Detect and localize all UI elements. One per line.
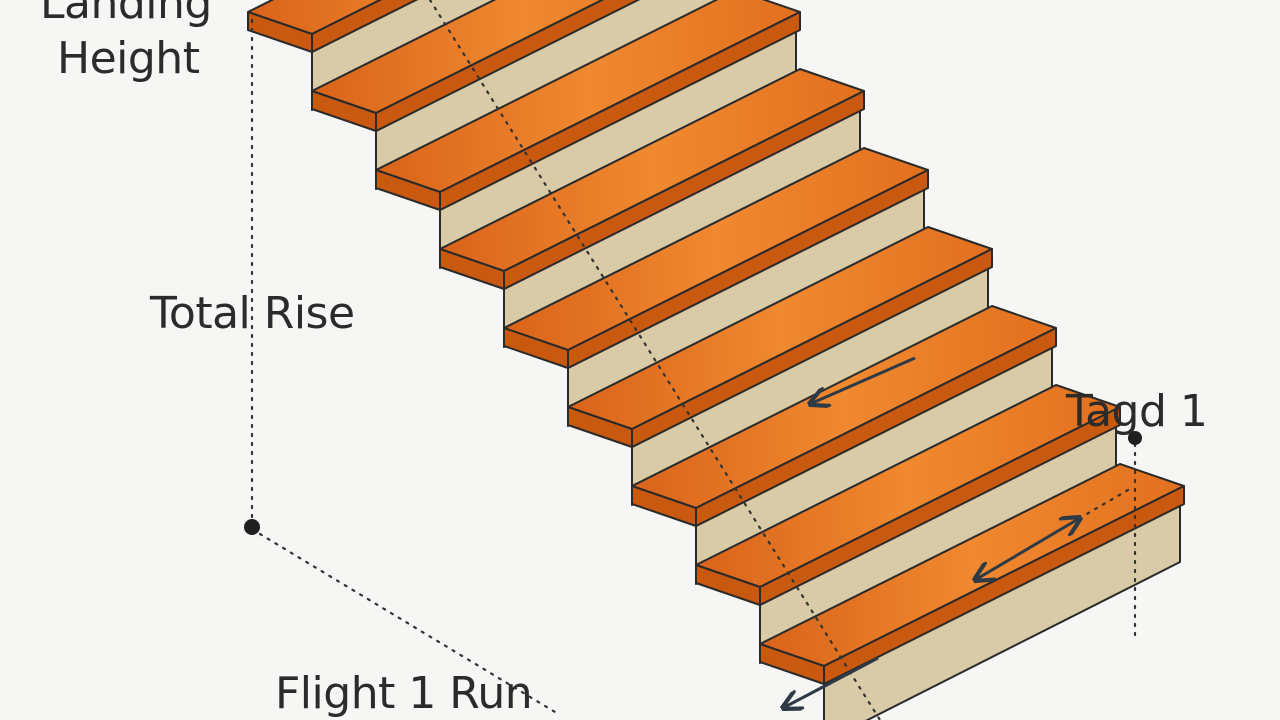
tread-tag-label: Tagd 1 [1065,386,1207,437]
tread-width-arrow-icon [975,518,1080,580]
staircase-steps [247,0,1185,720]
stair-tread-nosing [503,90,865,290]
total-rise-end-dot-icon [244,519,260,535]
stair-tread-nosing [759,406,1121,606]
tread-tag-dot-icon [1128,431,1142,445]
stair-centerline [428,0,882,720]
tread-depth-arrow-icon [810,356,916,404]
stair-tread-nosing [567,169,929,369]
bottom-tread-arrow-icon [783,656,879,708]
landing-height-label-line2: Height [57,33,200,84]
stair-tread-nosing [375,0,641,132]
landing-height-label-line1: Landing [40,0,212,29]
stair-tread-nosing [631,248,993,448]
total-rise-label: Total Rise [149,288,355,339]
tread-tag-leader-line [1083,488,1130,517]
stair-tread-nosing [695,327,1057,527]
flight-run-label: Flight 1 Run [275,668,532,719]
stair-tread-nosing [311,0,419,53]
